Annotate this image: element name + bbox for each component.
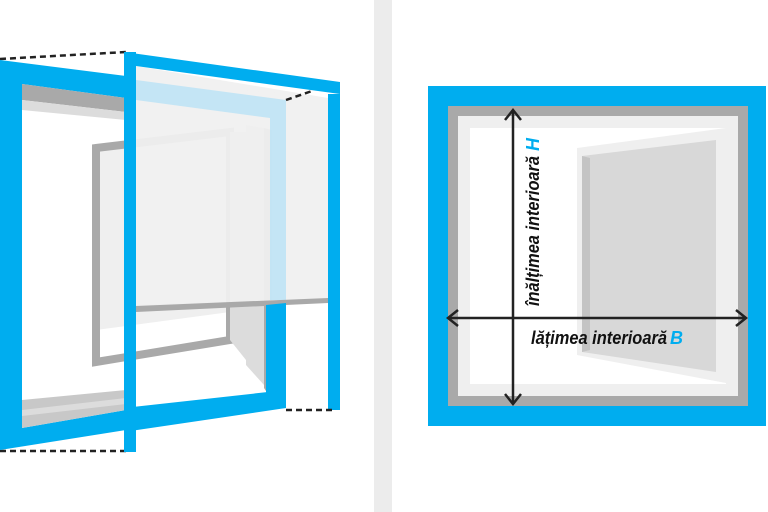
width-letter: B <box>670 328 683 348</box>
window-front-view <box>428 86 766 426</box>
width-label: lățimea interioară B <box>531 328 683 348</box>
width-dimension-arrow <box>445 309 749 327</box>
width-label-text: lățimea interioară <box>531 328 667 348</box>
height-label: înălțimea interioară H <box>523 137 543 306</box>
panel-divider <box>374 0 392 512</box>
height-label-text: înălțimea interioară <box>523 156 543 306</box>
screen-frame <box>124 52 340 452</box>
height-letter: H <box>523 137 543 151</box>
height-dimension-arrow <box>504 107 522 407</box>
